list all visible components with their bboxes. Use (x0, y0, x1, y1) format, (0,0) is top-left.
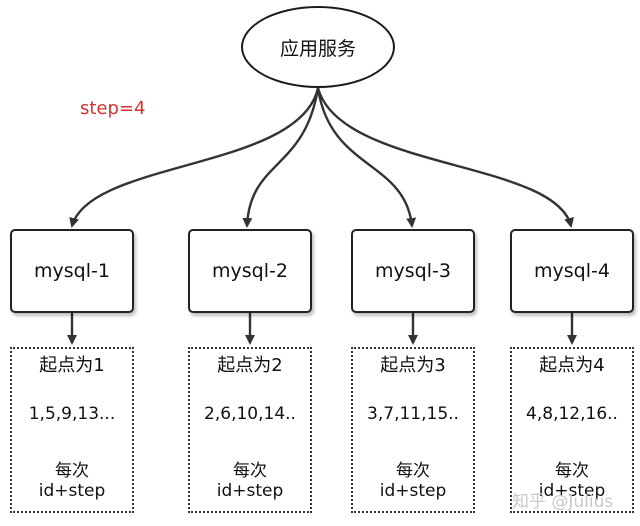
increment-rule-line1: 每次 (555, 461, 589, 481)
start-point-label: 起点为3 (380, 355, 446, 376)
sequence-values: 2,6,10,14.. (204, 404, 296, 424)
increment-rule-line2: id+step (38, 481, 106, 501)
increment-rule-line1: 每次 (55, 461, 89, 481)
mysql-node-1: mysql-1 (10, 229, 134, 313)
mysql-node-2: mysql-2 (188, 229, 312, 313)
mysql-node-label: mysql-1 (34, 260, 110, 282)
arrow-service-to-mysql-4 (316, 87, 574, 228)
app-service-label: 应用服务 (279, 37, 356, 60)
sequence-values: 4,8,12,16.. (526, 404, 618, 424)
mysql-node-label: mysql-2 (212, 260, 288, 282)
increment-rule-line2: id+step (379, 481, 447, 501)
start-point-label: 起点为1 (39, 355, 105, 376)
increment-rule-line1: 每次 (233, 461, 267, 481)
sequence-box-4: 起点为4 4,8,12,16.. 每次 id+step (510, 347, 634, 513)
increment-rule-line2: id+step (216, 481, 284, 501)
sequence-box-1: 起点为1 1,5,9,13... 每次 id+step (10, 347, 134, 513)
watermark: 知乎 @Julius (512, 492, 614, 512)
start-point-label: 起点为2 (217, 355, 283, 376)
increment-rule-line1: 每次 (396, 461, 430, 481)
sequence-values: 3,7,11,15.. (367, 404, 459, 424)
sequence-values: 1,5,9,13... (28, 404, 116, 424)
sequence-box-3: 起点为3 3,7,11,15.. 每次 id+step (351, 347, 475, 513)
step-label: step=4 (80, 98, 146, 119)
mysql-node-label: mysql-3 (375, 260, 451, 282)
app-service-node: 应用服务 (241, 6, 395, 88)
start-point-label: 起点为4 (539, 355, 605, 376)
arrow-service-to-mysql-3 (316, 87, 417, 228)
mysql-node-label: mysql-4 (534, 260, 610, 282)
mysql-node-4: mysql-4 (510, 229, 634, 313)
sequence-box-2: 起点为2 2,6,10,14.. 每次 id+step (188, 347, 312, 513)
arrow-service-to-mysql-1 (69, 87, 320, 228)
mysql-node-3: mysql-3 (351, 229, 475, 313)
arrow-service-to-mysql-2 (242, 87, 320, 228)
increment-rule-line2: id+step (538, 481, 606, 501)
